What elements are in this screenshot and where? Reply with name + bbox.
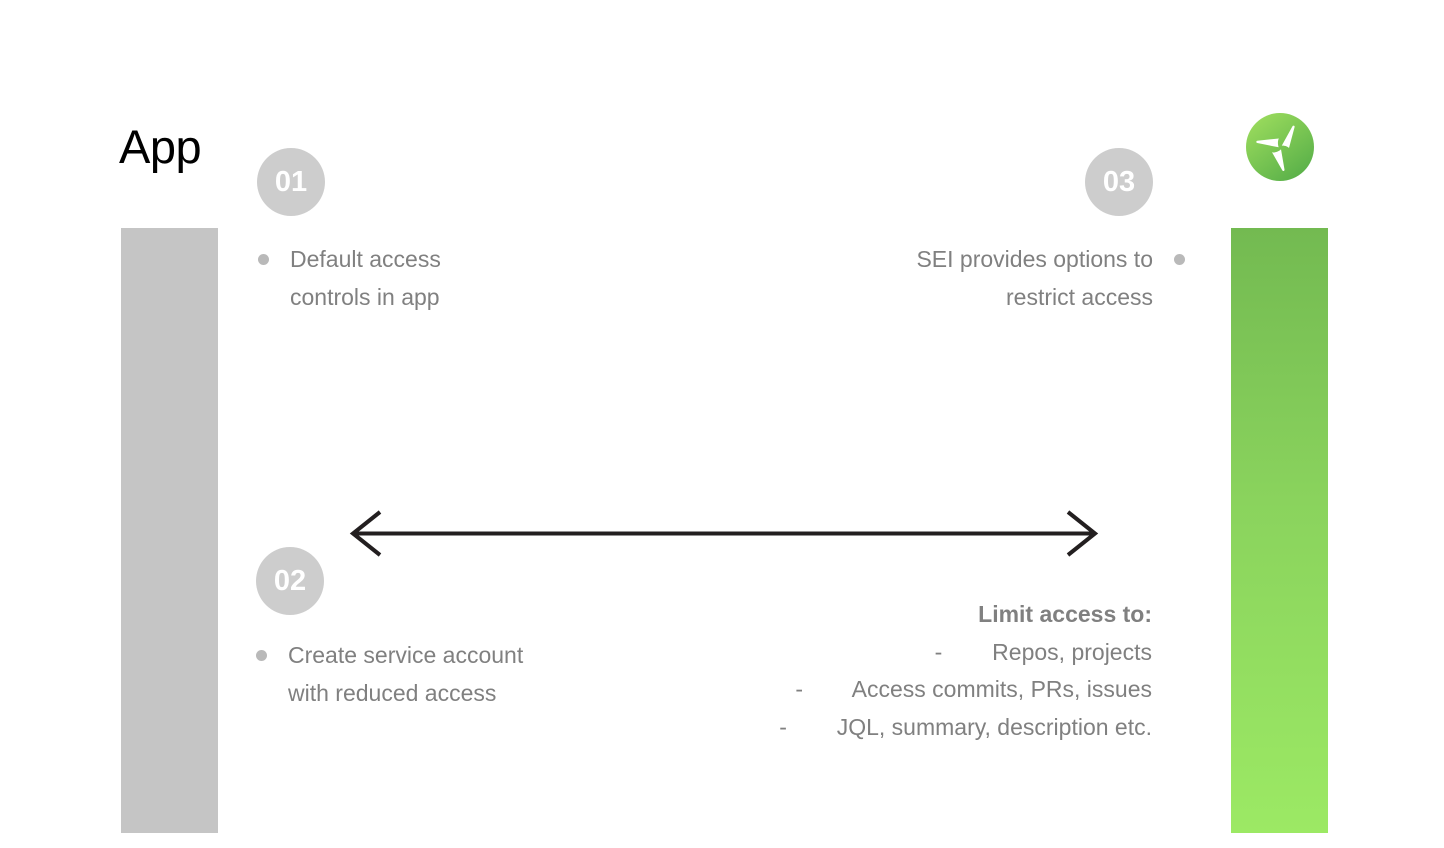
right-green-bar bbox=[1231, 228, 1328, 833]
step-note-03: SEI provides options to restrict access bbox=[900, 241, 1185, 316]
step-circle-03[interactable]: 03 bbox=[1085, 148, 1153, 216]
limit-access-item: - Repos, projects bbox=[934, 638, 1152, 665]
step-note-02: Create service account with reduced acce… bbox=[256, 637, 526, 712]
limit-access-item: - JQL, summary, description etc. bbox=[779, 713, 1152, 740]
limit-access-item: - Access commits, PRs, issues bbox=[795, 676, 1152, 702]
step-note-02-text: Create service account with reduced acce… bbox=[288, 642, 524, 706]
page-title: App bbox=[119, 120, 202, 173]
limit-access-block: Limit access to: - Repos, projects - Acc… bbox=[640, 596, 1152, 746]
bullet-dot-icon bbox=[258, 254, 269, 265]
step-note-01-text: Default access controls in app bbox=[290, 246, 441, 310]
left-gray-bar bbox=[121, 228, 218, 833]
propeller-logo bbox=[1245, 112, 1315, 182]
step-number-03: 03 bbox=[1102, 165, 1136, 198]
step-circle-02[interactable]: 02 bbox=[256, 547, 324, 615]
double-headed-arrow bbox=[346, 506, 1102, 562]
bullet-dot-icon bbox=[256, 650, 267, 661]
step-circle-01[interactable]: 01 bbox=[257, 148, 325, 216]
limit-access-title: Limit access to: bbox=[978, 601, 1152, 627]
step-note-03-text: SEI provides options to restrict access bbox=[916, 246, 1153, 310]
bullet-dot-icon bbox=[1174, 254, 1185, 265]
step-note-01: Default access controls in app bbox=[258, 241, 518, 316]
step-number-01: 01 bbox=[274, 165, 308, 198]
step-number-02: 02 bbox=[273, 564, 307, 597]
